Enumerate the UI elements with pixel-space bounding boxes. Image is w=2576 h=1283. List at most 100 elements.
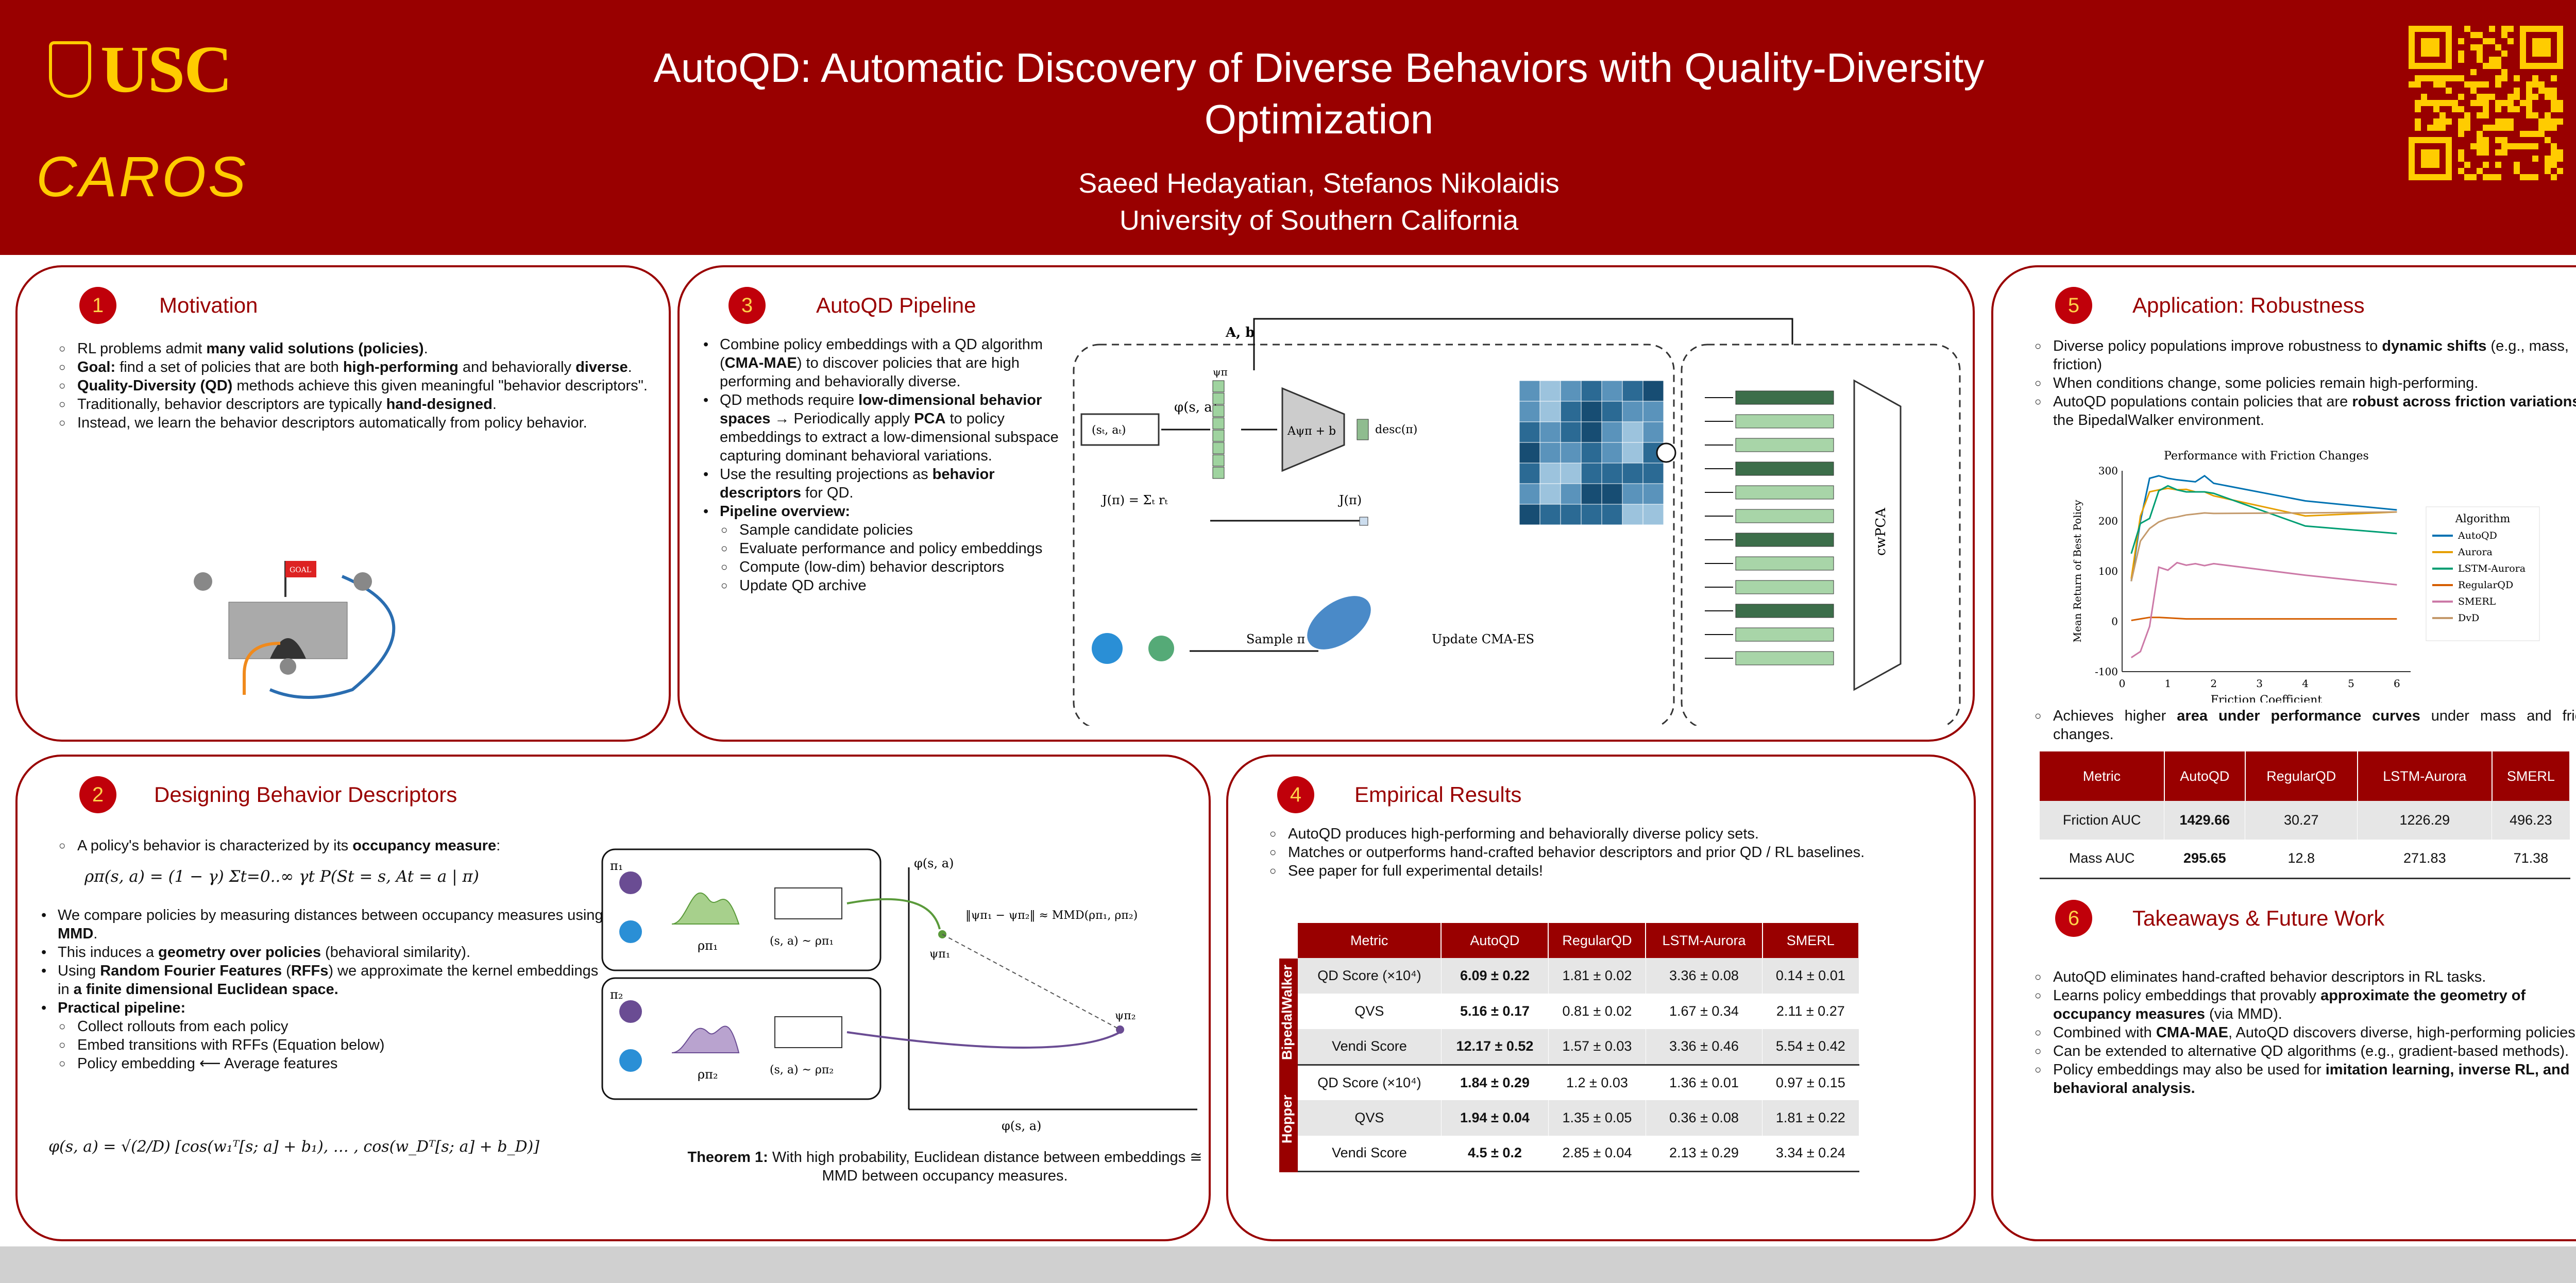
bullet-text: to policy embeddings to extract a low-di… — [720, 410, 1059, 464]
environment-globe-icon — [1092, 633, 1123, 664]
policy-embedding-row — [1735, 627, 1834, 642]
bullet-text: Random Fourier Features — [100, 963, 282, 979]
table-cell: 1429.66 — [2164, 801, 2246, 840]
sub-bullet-item: AutoQD produces high-performing and beha… — [1249, 825, 1960, 843]
archive-cell — [1560, 442, 1582, 464]
table-cell: 30.27 — [2245, 801, 2358, 840]
robot-icon — [619, 1000, 642, 1023]
archive-cell — [1519, 463, 1540, 484]
table-cell: 4.5 ± 0.2 — [1441, 1136, 1549, 1171]
table-cell: 3.34 ± 0.24 — [1762, 1136, 1859, 1171]
series-line-aurora — [2130, 487, 2397, 579]
vector-cell — [1212, 392, 1225, 405]
cmaes-distribution-icon — [1307, 596, 1371, 649]
theorem-text: With high probability, Euclidean distanc… — [768, 1149, 1202, 1184]
robustness-panel: 5 Application: Robustness Diverse policy… — [1991, 265, 2576, 1241]
section-number: 2 — [79, 776, 116, 813]
axis-label-x: φ(s, a) — [1002, 1119, 1041, 1133]
table-cell: 3.36 ± 0.46 — [1646, 1029, 1763, 1065]
archive-cell — [1519, 442, 1540, 464]
bullet-item: Pipeline overview: — [700, 502, 1061, 521]
archive-cell — [1539, 380, 1561, 402]
section-title: Motivation — [159, 293, 258, 317]
section-title: AutoQD Pipeline — [816, 293, 976, 317]
bullet-text: Policy embedding ⟵ Average features — [77, 1055, 338, 1072]
bullet-text: occupancy measure — [352, 837, 497, 854]
archive-cell — [1581, 421, 1602, 443]
bullet-text: hand-designed — [386, 396, 493, 413]
authors-block: Saeed Hedayatian, Stefanos Nikolaidis Un… — [541, 165, 2097, 239]
archive-cell — [1622, 421, 1643, 443]
bullet-text: Learns policy embeddings that provably — [2053, 987, 2321, 1004]
table-cell: 1.36 ± 0.01 — [1646, 1065, 1763, 1100]
bullet-item: We compare policies by measuring distanc… — [38, 906, 605, 943]
y-tick-label: 100 — [2098, 565, 2118, 577]
archive-cell — [1601, 483, 1623, 505]
bullet-text: . — [628, 359, 632, 375]
archive-cell — [1581, 380, 1602, 402]
sub-bullet-item: Quality-Diversity (QD) methods achieve t… — [38, 377, 651, 395]
sub-bullet-item: Goal: find a set of policies that are bo… — [38, 358, 651, 377]
qd-loop-box — [1073, 344, 1675, 726]
bullet-text: approximate the geometry of occupancy me… — [2053, 987, 2526, 1022]
bullet-text: MMD — [58, 926, 94, 942]
bullet-item: Combine policy embeddings with a QD algo… — [700, 335, 1061, 391]
robot-icon — [1148, 636, 1174, 661]
column-header: RegularQD — [1548, 923, 1647, 958]
bullet-text: Update QD archive — [739, 577, 867, 594]
bullet-text: Can be extended to alternative QD algori… — [2053, 1043, 2569, 1059]
archive-cell — [1560, 401, 1582, 422]
bullet-text: RFFs — [291, 963, 329, 979]
bullet-item: QD methods require low-dimensional behav… — [700, 391, 1061, 465]
bullet-text: Quality-Diversity (QD) — [77, 378, 233, 394]
archive-cell — [1601, 442, 1623, 464]
y-tick-label: 200 — [2098, 515, 2118, 527]
table-cell: 1.81 ± 0.02 — [1548, 958, 1646, 994]
table-cell: QVS — [1298, 1100, 1442, 1136]
goal-flag-icon — [285, 561, 316, 577]
policy-embedding-row — [1735, 438, 1834, 452]
series-line-smerl — [2130, 561, 2397, 658]
bullet-text: RL problems admit — [77, 340, 207, 357]
vector-cell — [1212, 430, 1225, 442]
archive-cell — [1539, 504, 1561, 525]
bullet-text: ) to discover policies that are high per… — [720, 355, 1020, 390]
bullet-list: Achieves higher area under performance c… — [2014, 707, 2576, 744]
robot-icon — [619, 871, 642, 894]
update-label: Update CMA-ES — [1432, 632, 1534, 646]
poster-title: AutoQD: Automatic Discovery of Diverse B… — [653, 45, 1985, 142]
bullet-text: : — [496, 837, 501, 854]
x-tick-label: 3 — [2256, 677, 2263, 690]
bullet-text: area under performance curves — [2177, 708, 2420, 724]
phi-label: φ(s, a) — [1174, 400, 1217, 415]
bullet-text: CMA-MAE — [2156, 1024, 2229, 1041]
sub-bullet-item: Achieves higher area under performance c… — [2014, 707, 2576, 744]
table-cell: Vendi Score — [1298, 1136, 1442, 1171]
table-cell: 271.83 — [2357, 840, 2493, 878]
x-axis-label: Friction Coefficient — [2211, 694, 2323, 703]
bullet-text: Traditionally, behavior descriptors are … — [77, 396, 386, 413]
archive-cell — [1581, 504, 1602, 525]
column-header: AutoQD — [1441, 923, 1549, 958]
bullet-item: This induces a geometry over policies (b… — [38, 943, 605, 962]
bullet-text: methods achieve this given meaningful "b… — [232, 378, 648, 394]
sub-bullet-item: Combined with CMA-MAE, AutoQD discovers … — [2014, 1023, 2576, 1042]
psi1-label: ψπ₁ — [929, 948, 951, 961]
map-arrow-icon — [846, 1031, 1121, 1049]
authors: Saeed Hedayatian, Stefanos Nikolaidis — [1078, 168, 1560, 199]
x-tick-label: 5 — [2348, 677, 2354, 690]
bullet-text: See paper for full experimental details! — [1288, 863, 1543, 879]
policy-embedding-row — [1735, 414, 1834, 429]
table-cell: 2.85 ± 0.04 — [1548, 1136, 1646, 1171]
section-title: Application: Robustness — [2132, 293, 2365, 317]
chart-title: Performance with Friction Changes — [2164, 450, 2369, 463]
bullet-text: Policy embeddings may also be used for — [2053, 1062, 2326, 1078]
mmd-label: ‖ψπ₁ − ψπ₂‖ ≈ MMD(ρπ₁, ρπ₂) — [965, 909, 1138, 922]
sub-bullet-item: Can be extended to alternative QD algori… — [2014, 1042, 2576, 1060]
qr-code-icon[interactable] — [2409, 26, 2563, 180]
bullet-item: Using Random Fourier Features (RFFs) we … — [38, 962, 605, 999]
archive-cell — [1519, 504, 1540, 525]
policy-embedding-row — [1735, 509, 1834, 523]
x-tick-label: 1 — [2165, 677, 2172, 690]
